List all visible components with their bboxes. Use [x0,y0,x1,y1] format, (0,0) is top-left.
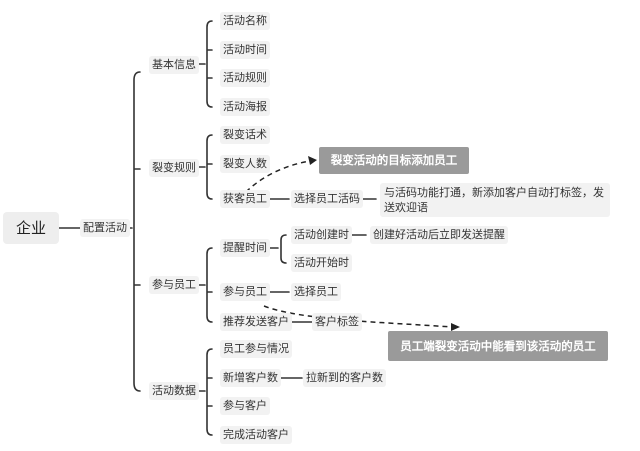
qr-integration-detail[interactable]: 与活码功能打通，新添加客户自动打标签，发送欢迎语 [380,183,610,217]
select-staff-qr-node[interactable]: 选择员工活码 [291,190,363,208]
fission-item-count[interactable]: 裂变人数 [220,155,270,173]
select-staff-node[interactable]: 选择员工 [291,283,341,301]
fission-item-script[interactable]: 裂变话术 [220,126,270,144]
basic-item-name[interactable]: 活动名称 [220,12,270,30]
edge-participate [198,247,213,323]
reminder-time-node[interactable]: 提醒时间 [220,239,270,257]
callout-staff-view[interactable]: 员工端裂变活动中能看到该活动的员工 [388,331,608,361]
callout-target-staff[interactable]: 裂变活动的目标添加员工 [319,147,469,174]
data-item-completed-customers[interactable]: 完成活动客户 [220,426,292,444]
group-participating-staff[interactable]: 参与员工 [149,276,199,294]
basic-item-time[interactable]: 活动时间 [220,41,270,59]
reminder-on-create[interactable]: 活动创建时 [291,226,352,244]
recommend-customers-node[interactable]: 推荐发送客户 [220,313,292,331]
arrowhead-staff-view [451,323,460,331]
root-node[interactable]: 企业 [3,212,59,244]
reminder-on-start[interactable]: 活动开始时 [291,254,352,272]
reminder-detail[interactable]: 创建好活动后立即发送提醒 [370,226,508,244]
group-basic-info[interactable]: 基本信息 [149,56,199,74]
fission-item-acquire-staff[interactable]: 获客员工 [220,190,270,208]
data-item-participating-customers[interactable]: 参与客户 [220,397,270,415]
participant-staff-node[interactable]: 参与员工 [220,283,270,301]
arrowhead-target-staff [308,156,317,165]
data-item-staff-participation[interactable]: 员工参与情况 [220,340,292,358]
data-item-new-customers[interactable]: 新增客户数 [220,369,281,387]
basic-item-rules[interactable]: 活动规则 [220,69,270,87]
dashed-arrow-target-staff [245,160,311,193]
new-customers-detail[interactable]: 拉新到的客户数 [303,369,386,387]
edge-basic [197,20,213,108]
basic-item-poster[interactable]: 活动海报 [220,98,270,116]
edge-level1-groups [128,71,141,392]
group-activity-data[interactable]: 活动数据 [149,382,199,400]
edge-fission [197,134,213,200]
edge-data [197,348,213,436]
group-fission-rules[interactable]: 裂变规则 [149,159,199,177]
level1-node[interactable]: 配置活动 [80,219,130,237]
customer-tag-node[interactable]: 客户标签 [312,313,362,331]
